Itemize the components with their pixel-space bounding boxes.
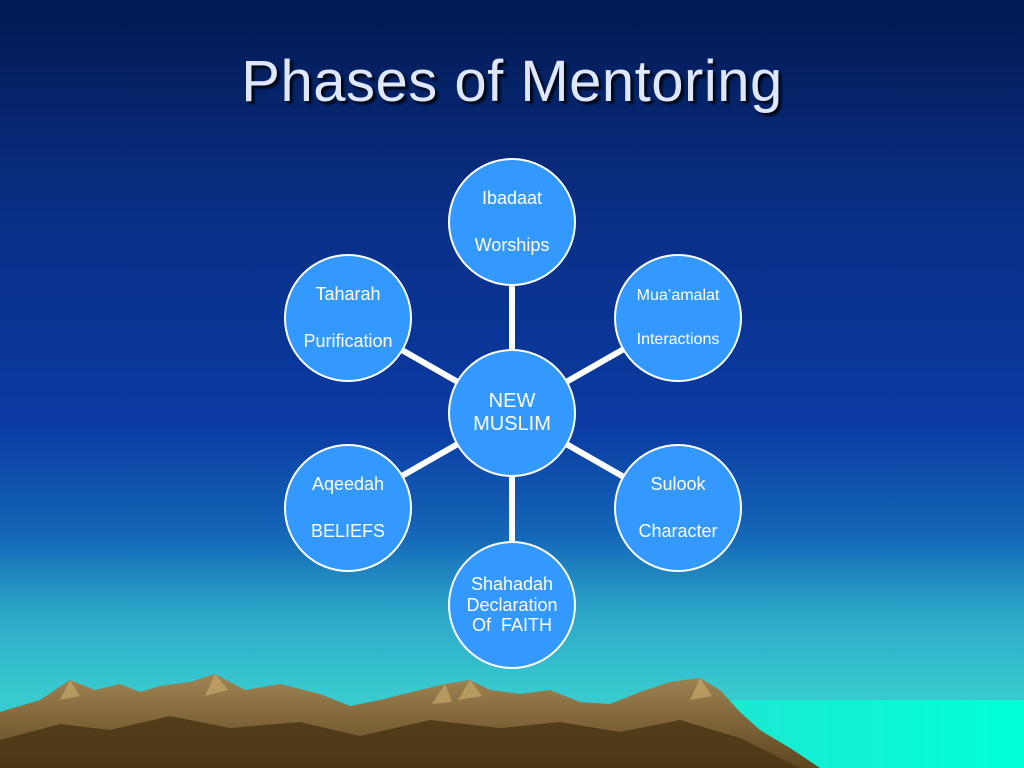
node-aqeedah-subtitle: BELIEFS: [310, 521, 386, 541]
node-taharah-title: Taharah: [315, 284, 381, 305]
center-label-line1: NEW: [488, 390, 536, 412]
node-shahadah-line3: Of FAITH: [471, 615, 552, 636]
node-taharah: Taharah Purification: [284, 254, 412, 382]
node-ibadaat: Ibadaat Worships: [448, 158, 576, 286]
node-sulook: Sulook Character: [614, 444, 742, 572]
node-muamalat-title: Mua’amalat: [636, 286, 720, 304]
center-label-line2: MUSLIM: [473, 413, 551, 435]
node-aqeedah-title: Aqeedah: [311, 474, 385, 495]
node-shahadah: Shahadah Declaration Of FAITH: [448, 541, 576, 669]
node-ibadaat-subtitle: Worships: [474, 235, 550, 255]
node-aqeedah: Aqeedah BELIEFS: [284, 444, 412, 572]
mountain-shadow: [0, 716, 800, 768]
node-shahadah-line1: Shahadah: [470, 573, 554, 594]
node-taharah-subtitle: Purification: [303, 331, 393, 351]
node-sulook-subtitle: Character: [638, 521, 718, 541]
node-new-muslim: NEW MUSLIM: [448, 349, 576, 477]
node-sulook-title: Sulook: [650, 474, 706, 495]
node-ibadaat-title: Ibadaat: [481, 188, 543, 209]
page-title: Phases of Mentoring: [241, 49, 783, 114]
node-shahadah-line2: Declaration: [466, 594, 558, 615]
node-muamalat: Mua’amalat Interactions: [614, 254, 742, 382]
node-muamalat-subtitle: Interactions: [636, 331, 720, 348]
